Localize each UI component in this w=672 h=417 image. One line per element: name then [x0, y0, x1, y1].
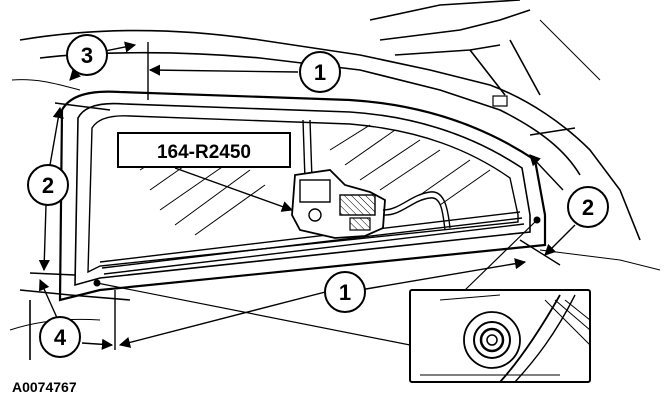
callout-4: 4	[39, 316, 81, 358]
inset-bolt	[463, 311, 521, 369]
tool-callout-leader	[174, 167, 294, 212]
latch-mechanism	[291, 119, 451, 239]
callout-3: 3	[66, 34, 108, 76]
tool-number-label: 164-R2450	[157, 142, 251, 163]
tool-label-box: 164-R2450	[117, 132, 291, 168]
svg-text:3: 3	[81, 43, 93, 68]
callout-2-right: 2	[567, 186, 609, 228]
leader-lines	[96, 219, 538, 346]
inset-detail	[409, 289, 591, 383]
figure-id: A0074767	[12, 379, 77, 395]
svg-text:2: 2	[582, 195, 594, 220]
bottom-trim	[99, 211, 525, 275]
svg-text:2: 2	[42, 173, 54, 198]
callout-2-left: 2	[27, 164, 69, 206]
roof-panel	[369, 0, 601, 107]
dimension-arrows	[29, 41, 576, 350]
svg-text:1: 1	[339, 280, 351, 305]
svg-text:1: 1	[314, 60, 326, 85]
callout-1-top: 1	[299, 51, 341, 93]
callout-1-bottom: 1	[324, 271, 366, 313]
svg-text:4: 4	[54, 325, 67, 350]
